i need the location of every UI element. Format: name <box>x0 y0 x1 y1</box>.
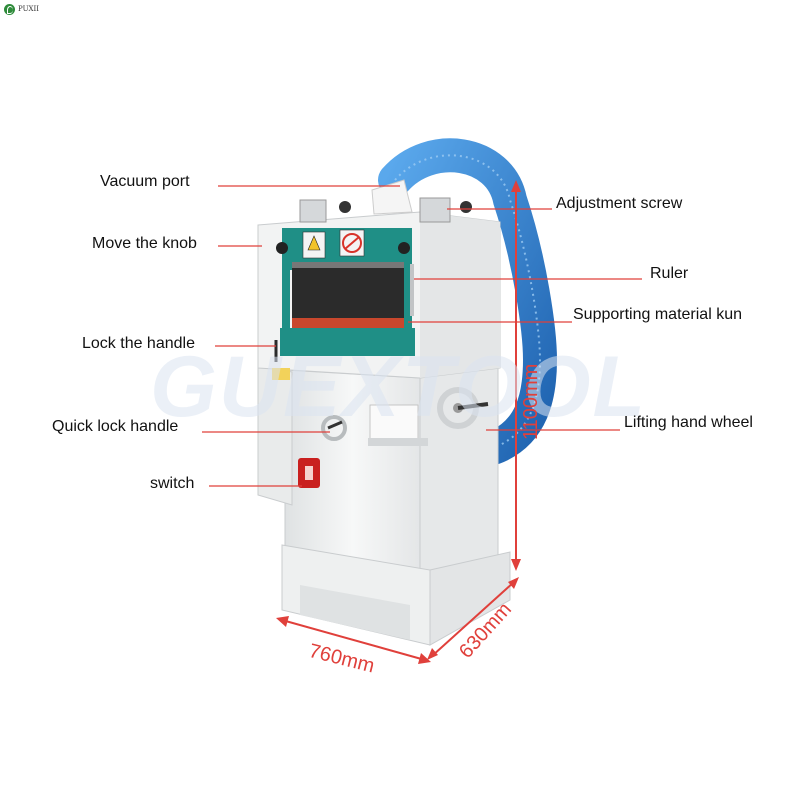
switch-panel <box>272 340 347 488</box>
dimension-arrows <box>276 180 521 664</box>
leaf-icon <box>4 3 15 15</box>
label-switch: switch <box>150 475 195 492</box>
label-adjustment-screw: Adjustment screw <box>556 195 683 212</box>
callout-lines <box>202 185 642 487</box>
label-supporting-material: Supporting material kun <box>573 306 742 323</box>
machine-head <box>257 179 501 379</box>
hand-wheel <box>437 387 489 429</box>
machine-base <box>257 361 511 646</box>
brand-logo: PUXII <box>4 3 39 15</box>
dimension-height: 1100mm <box>520 363 542 440</box>
brand-logo-text: PUXII <box>18 5 39 13</box>
watermark-text: GUEXTOOL <box>150 339 648 435</box>
label-lifting-hand-wheel: Lifting hand wheel <box>624 414 753 431</box>
label-vacuum-port: Vacuum port <box>100 173 190 190</box>
label-ruler: Ruler <box>650 265 689 282</box>
label-lock-handle: Lock the handle <box>82 335 195 352</box>
label-move-knob: Move the knob <box>92 235 197 252</box>
label-quick-lock-handle: Quick lock handle <box>52 418 179 435</box>
